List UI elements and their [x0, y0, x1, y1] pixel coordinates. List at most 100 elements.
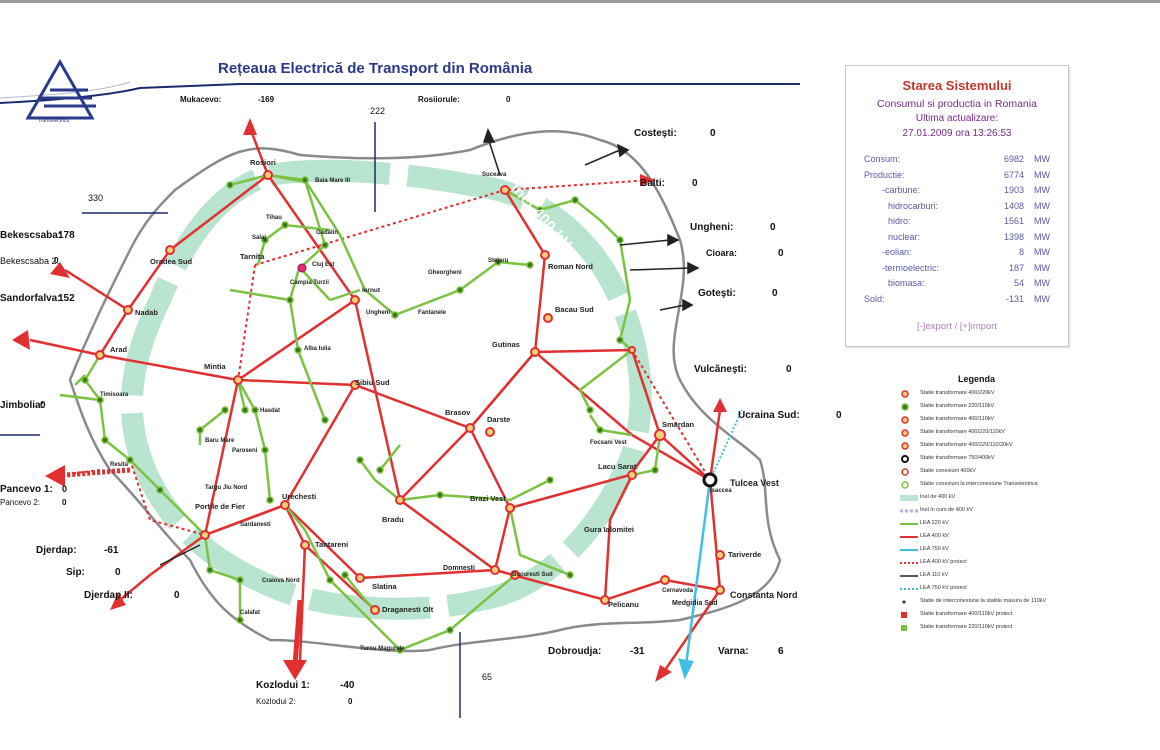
- node-label: Urechesti: [282, 492, 317, 501]
- nodes-400kv: [95, 170, 725, 615]
- legend-swatch: [900, 562, 918, 564]
- status-row-value: 1561: [1003, 216, 1024, 226]
- flow-costesti-label: Costeşti:: [634, 128, 677, 139]
- status-row-unit: MW: [1034, 293, 1050, 304]
- flow-balti-value: 0: [692, 178, 698, 189]
- flow-kozloduy1-label: Kozlodui 1:: [256, 680, 310, 691]
- status-title: Starea Sistemului: [902, 78, 1012, 93]
- legend-item-label: Statie transformare 400/220/110/20kV: [920, 442, 1013, 448]
- node-label: Gadalin: [316, 230, 339, 236]
- node-label: Targu Jiu Nord: [205, 485, 248, 491]
- flow-pancevo2-label: Pancevo 2:: [0, 498, 41, 507]
- node-label: Focsani Vest: [590, 440, 627, 446]
- legend-swatch: [900, 495, 918, 501]
- status-row-key: -carbune:: [882, 185, 921, 195]
- legend-item-label: Statie transformare 220/110kV: [920, 403, 995, 409]
- rosiiorul-value: 0: [506, 95, 511, 104]
- legend-swatch: [900, 523, 918, 525]
- flow-ungheni-label: Ungheni:: [690, 222, 734, 233]
- legend-item-label: LEA 400 kV proiect: [920, 559, 967, 565]
- status-row-unit: MW: [1034, 231, 1050, 242]
- legend-item-label: Statie conexiuni la interconexiune Trans…: [920, 481, 1038, 487]
- node-label: Isaccea: [710, 488, 732, 494]
- legend-swatch: [901, 455, 909, 463]
- flow-bekescsaba-label: Bekescsaba:: [0, 230, 62, 241]
- node-label: Tariverde: [728, 550, 762, 559]
- node-label: Resita: [110, 462, 129, 468]
- node-label: Ungheni: [366, 310, 390, 316]
- status-update-label: Ultima actualizare:: [915, 113, 999, 124]
- node-label: Domnesti: [443, 565, 475, 572]
- node-label: Hasdat: [260, 408, 281, 414]
- status-row-value: 54: [1013, 278, 1024, 288]
- lines-750kv: [678, 479, 712, 680]
- node-label: Alba Iulia: [304, 346, 331, 352]
- legend-item-label: Statie transformare 400/110kV: [920, 416, 995, 422]
- page-title: Rețeaua Electrică de Transport din Român…: [218, 60, 533, 77]
- legend-swatch: [901, 481, 909, 489]
- node-label: Oradea Sud: [150, 257, 193, 266]
- flow-bekescsaba-value: 178: [58, 230, 75, 241]
- flow-vulcanesti-value: 0: [786, 364, 792, 375]
- node-label: Bacau Sud: [555, 305, 594, 314]
- status-row-unit: MW: [1034, 185, 1050, 195]
- status-row-unit: MW: [1034, 169, 1050, 180]
- legend-swatch: [901, 403, 909, 411]
- legend-swatch: [902, 600, 906, 604]
- flow-kozloduy1-value: -40: [340, 680, 355, 691]
- flow-costesti-value: 0: [710, 128, 716, 139]
- legend-item-label: Statie transformare 400/220kV: [920, 390, 995, 396]
- legend-item-label: Statie transformare 750/400kV: [920, 455, 995, 461]
- status-row-key: hidro:: [888, 216, 911, 226]
- flow-djerdap-label: Djerdap:: [36, 545, 77, 556]
- status-row-key: biomasa:: [888, 278, 925, 288]
- legend-item-label: LEA 110 kV: [920, 572, 949, 578]
- node-label: Cluj Est: [312, 262, 335, 268]
- info-lines: [0, 122, 461, 718]
- node-label: Arad: [110, 345, 128, 354]
- node-label: Brasov: [445, 408, 471, 417]
- flow-bekescsaba2-value: 0: [54, 256, 59, 265]
- flow-dobrudja-value: -31: [630, 646, 645, 657]
- legend-swatch: [901, 390, 909, 398]
- node-label: Cernavoda: [662, 588, 694, 594]
- node-label: Pelicanu: [608, 600, 639, 609]
- flow-pancevo1-value: 0: [62, 484, 68, 494]
- node-label: Timisoara: [100, 392, 129, 398]
- legend-item-label: LEA 400 kV: [920, 533, 949, 539]
- status-row-key: Productie:: [864, 169, 905, 180]
- node-label: Constanta Nord: [730, 590, 798, 600]
- status-row-unit: MW: [1034, 200, 1050, 211]
- status-row-key: nuclear:: [888, 231, 921, 242]
- flow-65: 65: [482, 672, 493, 682]
- rosiiorul-label: Rosiiorule:: [418, 95, 460, 104]
- node-label: Lacu Sarat: [598, 462, 637, 471]
- mukacevo-label: Mukacevo:: [180, 95, 222, 104]
- logo-text: Transelectrica: [38, 118, 70, 124]
- flow-balti-label: Balti:: [640, 178, 665, 189]
- flow-djerdap-value: -61: [104, 545, 119, 556]
- status-row-unit: MW: [1034, 262, 1050, 273]
- node-label: Nadab: [135, 308, 158, 317]
- flow-dobrudja-label: Dobroudja:: [548, 646, 602, 657]
- lines-110kv: [159, 128, 700, 566]
- node-label: Sibiu Sud: [355, 378, 390, 387]
- title-underline-2: [0, 81, 131, 99]
- node-label: Calafat: [240, 610, 261, 616]
- node-label: Fantanele: [418, 310, 447, 316]
- legend-item-label: Statie transformare 400/220/110kV: [920, 429, 1005, 435]
- flow-cioara-label: Cioara:: [706, 248, 738, 258]
- node-label: Gura Ialomitei: [584, 525, 635, 534]
- status-update-time: 27.01.2009 ora 13:26:53: [902, 128, 1012, 139]
- node-label: Stejaru: [488, 258, 509, 264]
- status-row-value: 6774: [1003, 169, 1024, 180]
- legend-swatch: [901, 429, 909, 437]
- legend-item-label: LEA 750 kV proiect: [920, 585, 967, 591]
- node-label: Salaj: [252, 235, 267, 241]
- legend-item-label: LEA 750 kV: [920, 546, 949, 552]
- node-label: Darste: [487, 415, 511, 424]
- legend-swatch: [900, 575, 918, 577]
- node-label: Baru Mare: [205, 438, 235, 444]
- node-label: Campia Turzii: [290, 280, 329, 286]
